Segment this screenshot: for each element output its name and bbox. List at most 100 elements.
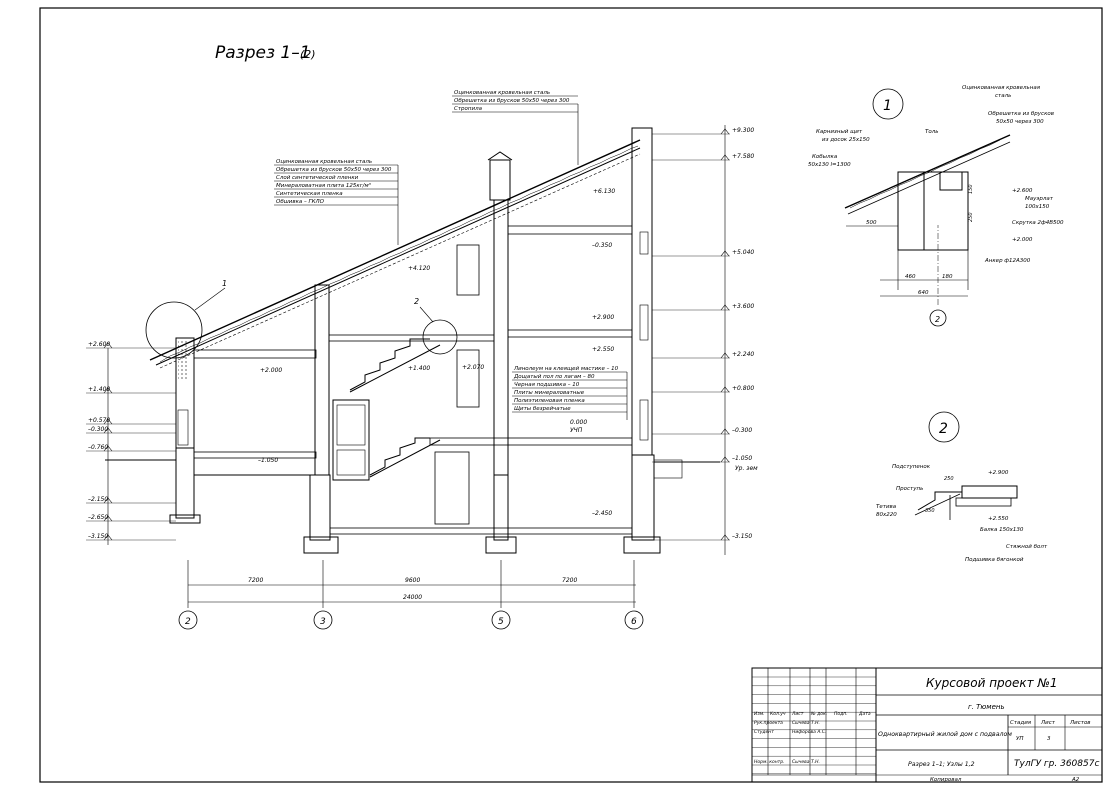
- svg-text:№ док.: № док.: [810, 711, 827, 717]
- level-marks-left: +2.600+1.400+0.570–0.300–0.760–2.150–2.6…: [86, 341, 176, 545]
- level-mark-right: +3.600: [732, 303, 754, 310]
- svg-text:460: 460: [905, 274, 916, 280]
- svg-text:Черная подшивка – 10: Черная подшивка – 10: [514, 382, 580, 388]
- svg-text:80х220: 80х220: [876, 512, 897, 518]
- svg-text:Нифорова А.С.: Нифорова А.С.: [792, 729, 826, 735]
- svg-text:Дощатый пол по лагам – 80: Дощатый пол по лагам – 80: [513, 374, 595, 380]
- svg-text:Кобылка: Кобылка: [812, 154, 838, 160]
- level-mark-left: –2.650: [88, 514, 108, 521]
- svg-text:Слой синтетической пленки: Слой синтетической пленки: [276, 175, 359, 181]
- section-title-sub: (2): [300, 48, 316, 61]
- svg-text:250: 250: [944, 476, 954, 482]
- svg-text:Полиэтиленовая пленка: Полиэтиленовая пленка: [514, 398, 585, 404]
- svg-text:Обрешетка из брусков 50х50 чер: Обрешетка из брусков 50х50 через 300: [276, 167, 392, 173]
- svg-text:Проступь: Проступь: [896, 486, 923, 492]
- svg-text:Тетива: Тетива: [876, 504, 897, 510]
- svg-text:Листов: Листов: [1069, 720, 1091, 726]
- svg-text:500: 500: [866, 220, 877, 226]
- stamp-sheet-title: Разрез 1–1; Узлы 1,2: [908, 761, 975, 768]
- stamp-project: Курсовой проект №1: [926, 676, 1058, 690]
- svg-text:А2: А2: [1071, 777, 1080, 783]
- svg-text:Сычева Т.Н.: Сычева Т.Н.: [792, 759, 820, 765]
- svg-text:5: 5: [498, 617, 504, 627]
- svg-text:Лист: Лист: [791, 711, 804, 717]
- level-mark-right: –3.150: [732, 533, 752, 540]
- svg-text:+2.900: +2.900: [988, 470, 1009, 476]
- svg-text:сталь: сталь: [995, 93, 1011, 99]
- svg-text:+2.550: +2.550: [988, 516, 1009, 522]
- svg-text:УЧП: УЧП: [570, 427, 583, 434]
- level-mark-left: –3.150: [88, 533, 108, 540]
- detail-circle-2[interactable]: [422, 319, 458, 355]
- svg-text:+2.070: +2.070: [462, 364, 484, 371]
- svg-text:+2.550: +2.550: [592, 346, 614, 353]
- svg-text:Стропила: Стропила: [454, 106, 483, 112]
- svg-text:Подступенок: Подступенок: [892, 464, 931, 470]
- svg-text:+2.600: +2.600: [1012, 188, 1033, 194]
- stamp-building: Одноквартирный жилой дом с подвалом: [878, 731, 1012, 738]
- svg-text:Толь: Толь: [925, 129, 938, 135]
- svg-text:+6.130: +6.130: [593, 188, 615, 195]
- level-mark-left: +0.570: [88, 417, 110, 424]
- level-mark-right: +7.580: [732, 153, 754, 160]
- svg-text:+2.900: +2.900: [592, 314, 614, 321]
- roof-callout-left: Оцинкованная кровельная сталь Обрешетка …: [274, 159, 399, 245]
- level-marks-right: +9.300+7.580+5.040+3.600+2.240+0.800–0.3…: [652, 125, 754, 555]
- svg-text:Анкер ф12А300: Анкер ф12А300: [984, 258, 1031, 264]
- svg-text:2: 2: [939, 421, 948, 437]
- svg-text:Оцинкованная кровельная: Оцинкованная кровельная: [962, 85, 1041, 91]
- sheet-frame: [39, 7, 1103, 783]
- section-title: Разрез 1–1: [215, 43, 311, 63]
- svg-text:УП: УП: [1016, 736, 1024, 742]
- dimension-lines: 7200 9600 7200 24000: [187, 560, 636, 608]
- title-block: Курсовой проект №1 г. Тюмень Одноквартир…: [751, 667, 1103, 783]
- ground-label: Ур. зем: [735, 465, 758, 472]
- level-mark-right: +0.800: [732, 385, 754, 392]
- detail-circle-1[interactable]: [145, 301, 203, 359]
- svg-text:Карнизный щит: Карнизный щит: [816, 129, 863, 135]
- svg-text:+2.000: +2.000: [1012, 237, 1033, 243]
- svg-text:150: 150: [968, 184, 974, 194]
- stamp-city: г. Тюмень: [968, 703, 1005, 711]
- level-mark-right: –1.050: [732, 455, 752, 462]
- level-mark-right: +2.240: [732, 351, 754, 358]
- svg-text:Стадия: Стадия: [1010, 720, 1032, 726]
- svg-text:+2.000: +2.000: [260, 367, 282, 374]
- node-2-detail: 2 Подступенок Проступь Тетива 80х220 Бал…: [876, 411, 1048, 563]
- level-mark-left: +1.400: [88, 386, 110, 393]
- svg-text:Скрутка 2ф4В500: Скрутка 2ф4В500: [1012, 220, 1064, 226]
- stamp-org: ТулГУ гр. 360857с: [1014, 759, 1099, 769]
- svg-text:Копировал: Копировал: [930, 777, 962, 783]
- axis-bubbles: 2 3 5 6: [178, 610, 644, 630]
- svg-text:–0.350: –0.350: [592, 242, 612, 249]
- svg-text:Минераловатная плита 125кг/м³: Минераловатная плита 125кг/м³: [276, 182, 372, 189]
- dim-3: 7200: [562, 577, 577, 584]
- svg-text:2: 2: [185, 617, 191, 627]
- svg-text:Подшивка бягонкой: Подшивка бягонкой: [965, 557, 1024, 563]
- svg-text:350: 350: [925, 508, 935, 514]
- level-mark-left: –0.300: [88, 426, 108, 433]
- svg-text:640: 640: [918, 290, 929, 296]
- svg-text:Плиты минераловатные: Плиты минераловатные: [514, 390, 585, 396]
- svg-text:Обшивка – ГКЛО: Обшивка – ГКЛО: [276, 199, 325, 205]
- svg-text:из досок 25х150: из досок 25х150: [822, 137, 870, 143]
- svg-text:Кол.уч: Кол.уч: [770, 711, 786, 717]
- svg-text:Обрешетка из брусков: Обрешетка из брусков: [988, 111, 1054, 117]
- svg-text:1: 1: [883, 98, 892, 114]
- floor-callout: Линолеум на клеящей мастике – 10 Дощатый…: [512, 366, 628, 420]
- level-mark-left: –2.150: [88, 496, 108, 503]
- level-mark-right: +9.300: [732, 127, 754, 134]
- svg-text:3: 3: [320, 617, 326, 627]
- svg-text:Лист: Лист: [1040, 720, 1056, 726]
- svg-text:Оцинкованная кровельная сталь: Оцинкованная кровельная сталь: [276, 159, 372, 165]
- leader-label-2: 2: [414, 297, 419, 306]
- svg-text:Рук.проекта: Рук.проекта: [754, 720, 783, 726]
- svg-text:Норм. контр.: Норм. контр.: [754, 759, 785, 765]
- dim-total: 24000: [403, 594, 422, 601]
- leader-label-1: 1: [222, 279, 227, 288]
- svg-text:Синтетическая пленка: Синтетическая пленка: [276, 191, 343, 197]
- level-mark-left: +2.600: [88, 341, 110, 348]
- building-section: 1 2: [105, 127, 720, 554]
- svg-text:–2.450: –2.450: [592, 510, 612, 517]
- svg-text:Щиты безрейчатые: Щиты безрейчатые: [514, 406, 571, 412]
